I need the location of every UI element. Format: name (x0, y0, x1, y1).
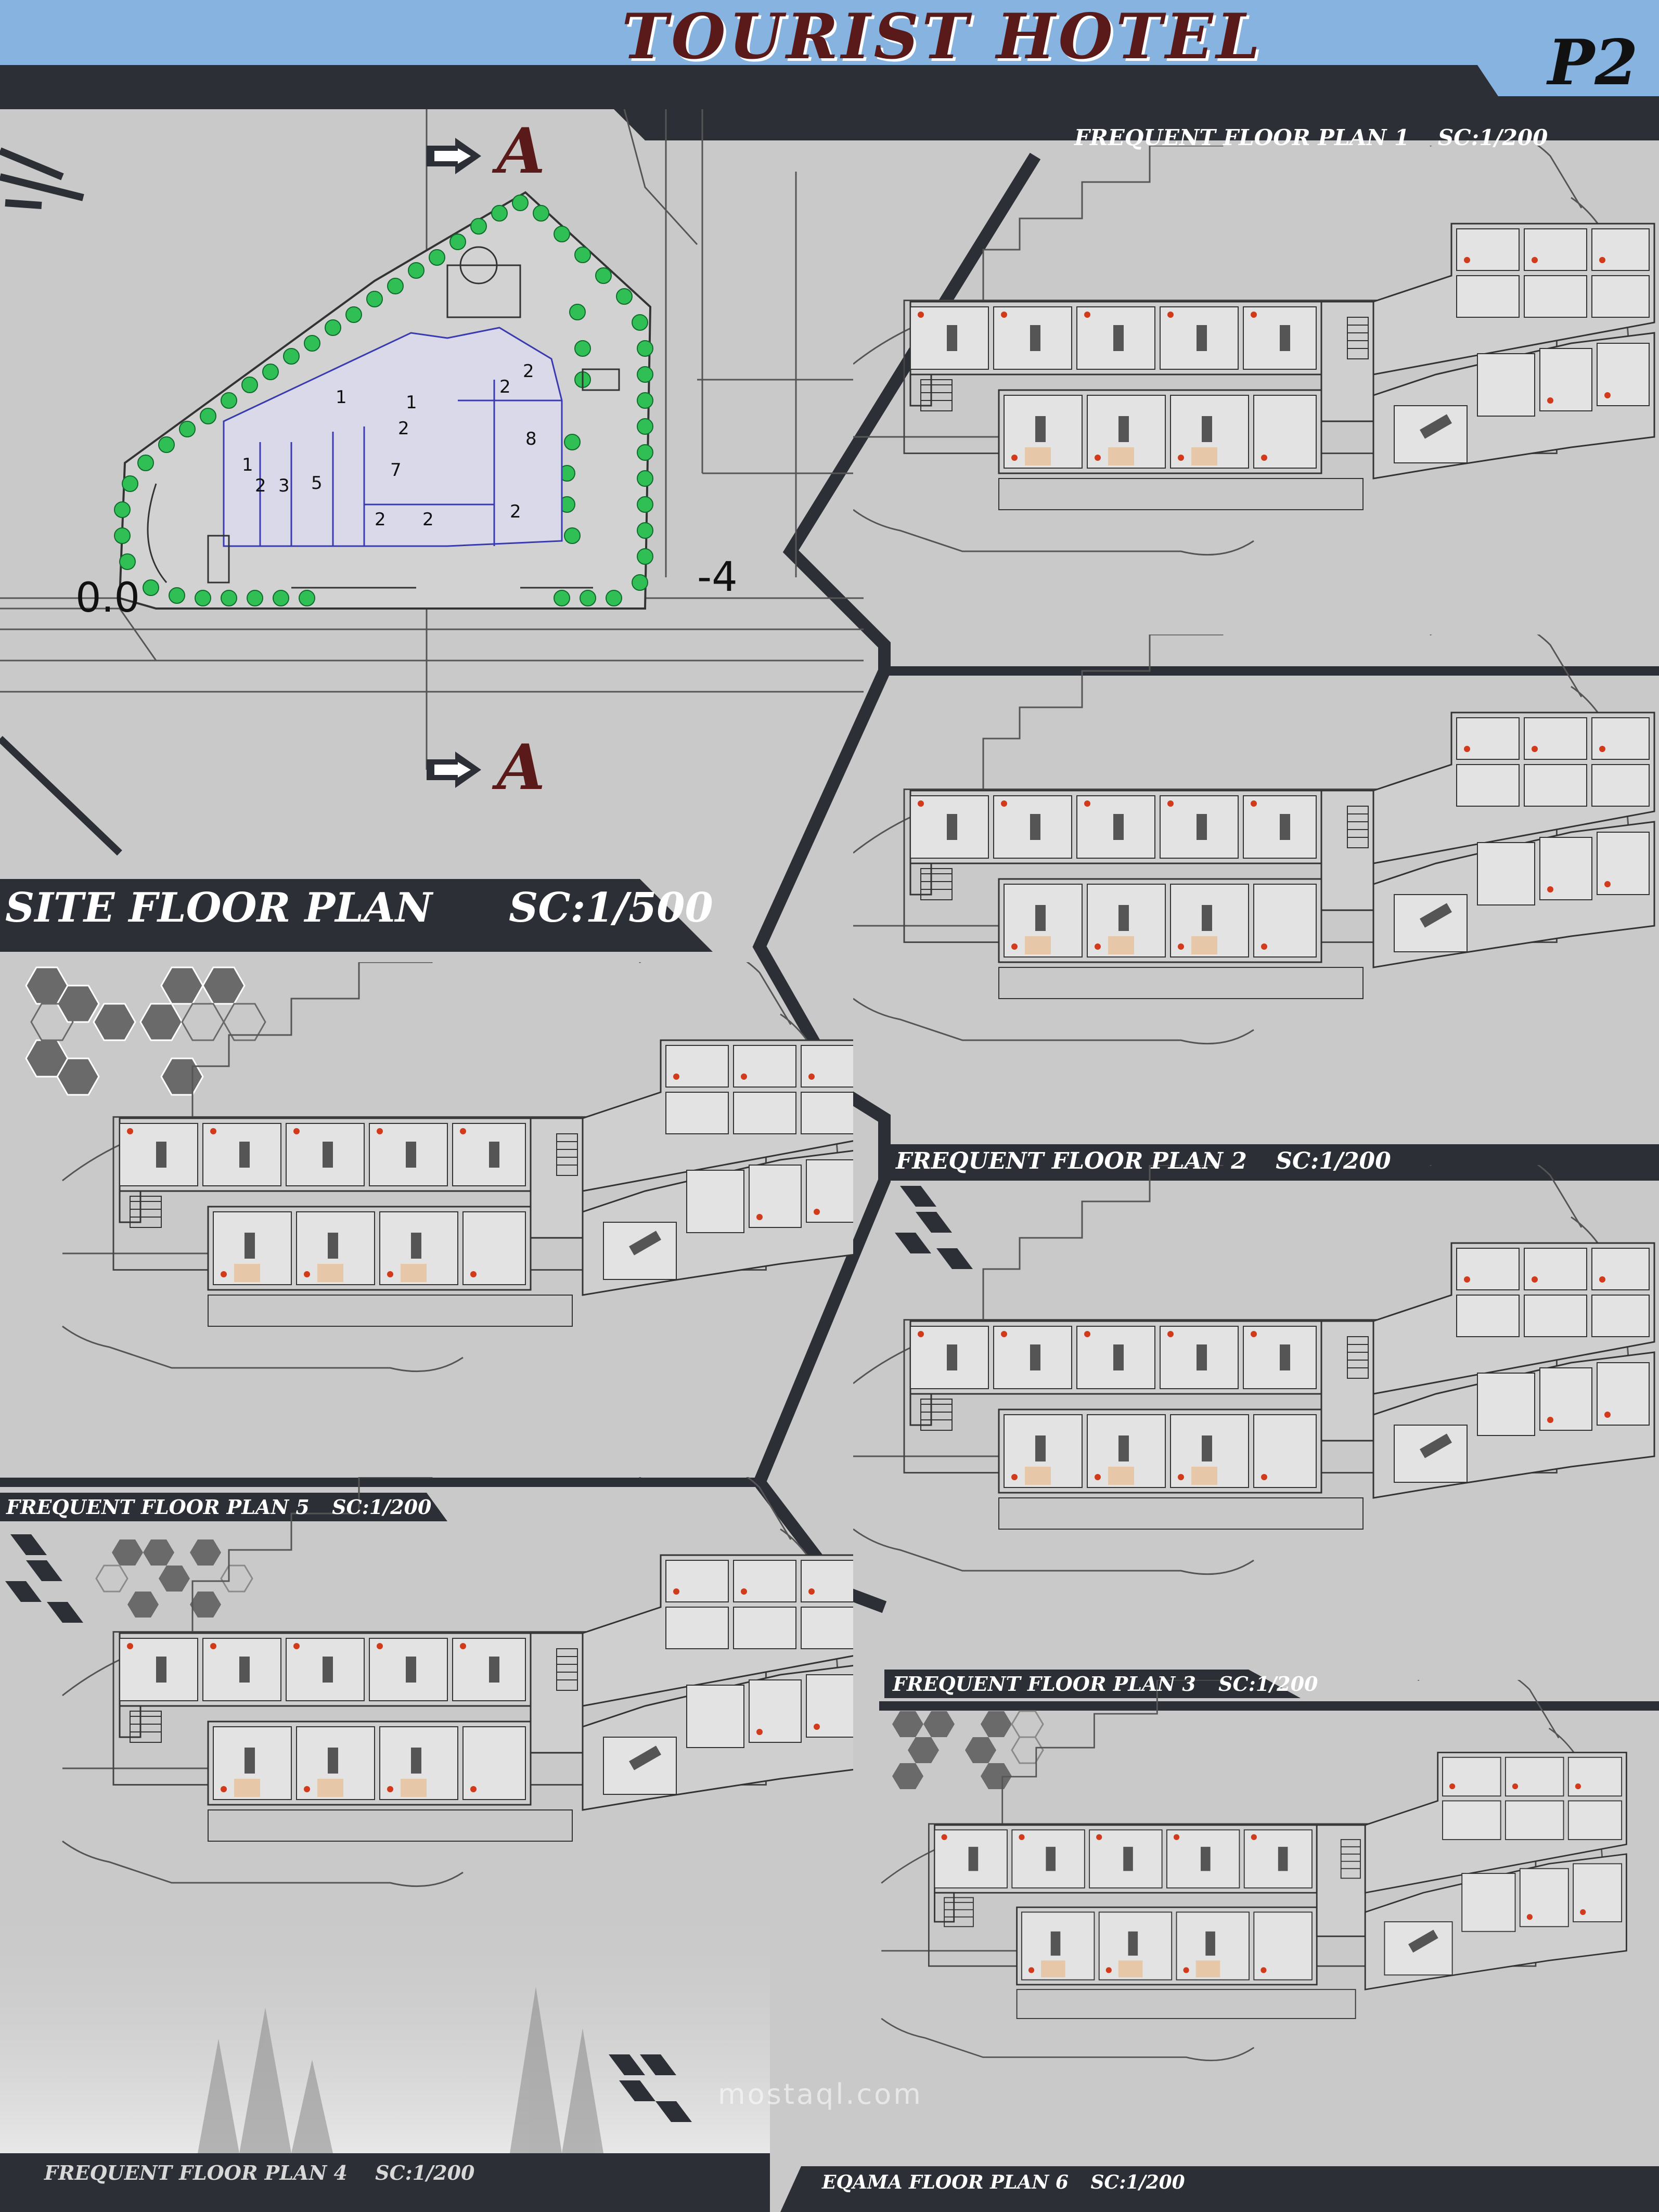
page-title: TOURIST HOTEL (622, 0, 1264, 73)
zone-label: 2 (510, 501, 521, 522)
zone-label: 8 (525, 429, 537, 449)
zone-label: 5 (311, 473, 323, 494)
zone-label: 1 (406, 392, 417, 413)
section-marker-bottom: A (497, 731, 546, 804)
zone-label: 1 (336, 387, 347, 408)
level-mark-left: 0.0 (75, 575, 140, 622)
plan-5-title: FREQUENT FLOOR PLAN 5 (6, 1495, 310, 1519)
floor-plan-2-drawing (853, 635, 1655, 1045)
plan-6-title: EQAMA FLOOR PLAN 6 (822, 2171, 1069, 2193)
plan-2-scale: SC:1/200 (1276, 1148, 1391, 1174)
floor-plan-1-drawing (853, 146, 1655, 556)
zone-label: 1 (242, 455, 253, 475)
sheet-number: P2 (1548, 26, 1638, 99)
plan-4-title: FREQUENT FLOOR PLAN 4 (44, 2161, 348, 2184)
section-marker-top: A (497, 114, 546, 188)
zone-label: 7 (390, 460, 402, 481)
zone-label: 2 (398, 418, 409, 439)
zone-label: 2 (499, 377, 511, 397)
section-arrow-icon (427, 138, 481, 174)
plan-3-title: FREQUENT FLOOR PLAN 3 (893, 1672, 1196, 1696)
plan-2-caption: FREQUENT FLOOR PLAN 2 SC:1/200 (896, 1148, 1391, 1174)
zone-label: 3 (278, 475, 290, 496)
zone-label: 2 (255, 475, 266, 496)
plan-1-scale: SC:1/200 (1437, 125, 1548, 150)
floor-plan-4-drawing (61, 1477, 853, 1887)
plan-3-scale: SC:1/200 (1218, 1672, 1318, 1696)
zone-label: 2 (422, 509, 434, 530)
plan-5-caption: FREQUENT FLOOR PLAN 5 SC:1/200 (6, 1495, 431, 1519)
plan-4-scale: SC:1/200 (375, 2161, 475, 2184)
zone-label: 2 (523, 361, 534, 382)
plan-1-caption: FREQUENT FLOOR PLAN 1 SC:1/200 (1074, 125, 1548, 150)
floor-plan-6-drawing (880, 1680, 1627, 2061)
floor-plan-3-drawing (853, 1165, 1655, 1575)
plan-6-caption: EQAMA FLOOR PLAN 6 SC:1/200 (822, 2171, 1185, 2193)
plan-2-title: FREQUENT FLOOR PLAN 2 (896, 1148, 1247, 1174)
zone-label: 2 (375, 509, 386, 530)
section-arrow-icon (427, 752, 481, 788)
plan-4-caption: FREQUENT FLOOR PLAN 4 SC:1/200 (44, 2161, 474, 2184)
site-plan-title: SITE FLOOR PLAN (5, 884, 432, 932)
site-plan-scale: SC:1/500 (509, 884, 713, 932)
site-plan-drawing: 1 1 2 2 2 1 2 3 5 7 8 2 2 2 (0, 109, 864, 770)
plan-5-scale: SC:1/200 (332, 1495, 432, 1519)
plan-3-caption: FREQUENT FLOOR PLAN 3 SC:1/200 (893, 1672, 1318, 1696)
floor-plan-5-drawing (61, 962, 853, 1373)
level-mark-right: -4 (697, 554, 738, 601)
plan-1-title: FREQUENT FLOOR PLAN 1 (1074, 125, 1410, 150)
plan-6-scale: SC:1/200 (1090, 2171, 1185, 2193)
site-plan-caption: SITE FLOOR PLAN SC:1/500 (5, 884, 713, 932)
watermark: mostaql.com (718, 2078, 923, 2111)
